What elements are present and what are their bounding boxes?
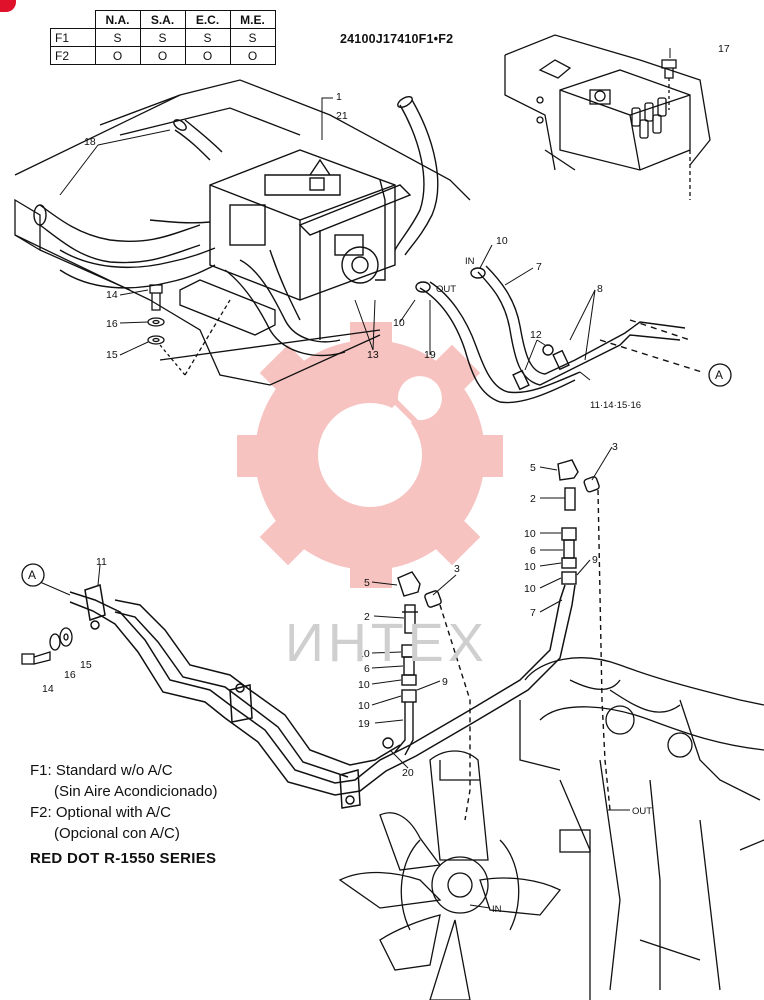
callout-10-left-c: 10 bbox=[358, 700, 370, 712]
callout-5-right: 5 bbox=[530, 462, 536, 474]
part-number: 24100J17410F1•F2 bbox=[340, 32, 454, 46]
callout-14-top: 14 bbox=[106, 289, 118, 301]
variant-table: N.A. S.A. E.C. M.E. F1 S S S S F2 O O O … bbox=[50, 10, 276, 65]
fitting-stack-left bbox=[382, 571, 471, 821]
fastener-set-top bbox=[147, 284, 186, 376]
engine-lower-right bbox=[519, 657, 764, 1000]
table-row-label: F1 bbox=[50, 28, 96, 47]
callout-8: 8 bbox=[597, 283, 603, 295]
callout-12: 12 bbox=[530, 329, 542, 341]
variant-table-header-row: N.A. S.A. E.C. M.E. bbox=[50, 10, 276, 29]
callout-3-left: 3 bbox=[454, 563, 460, 575]
callout-10-left-b: 10 bbox=[358, 679, 370, 691]
callout-10-left-a: 10 bbox=[358, 648, 370, 660]
heater-pipe-bottom bbox=[69, 584, 576, 809]
engine-top-right bbox=[504, 34, 711, 200]
callout-labels: 17 1 21 18 10 7 8 14 16 15 10 12 13 19 1… bbox=[28, 43, 730, 915]
label-in-bottom: IN bbox=[492, 904, 502, 915]
fitting-stack-right bbox=[557, 459, 611, 811]
callout-10-top-b: 10 bbox=[393, 317, 405, 329]
callout-18: 18 bbox=[84, 136, 96, 148]
callout-11-14-15-16: 11·14·15·16 bbox=[590, 400, 641, 411]
callout-17: 17 bbox=[718, 43, 730, 55]
watermark-gear-logo bbox=[237, 322, 503, 588]
callout-1: 1 bbox=[336, 91, 342, 103]
series-title: RED DOT R-1550 SERIES bbox=[30, 850, 217, 867]
legend-f1: F1: Standard w/o A/C bbox=[30, 762, 173, 779]
fastener-set-bottom bbox=[21, 627, 73, 665]
variant-table-row-f1: F1 S S S S bbox=[50, 28, 276, 47]
marker-a-top-label: A bbox=[715, 368, 723, 382]
callout-3-right: 3 bbox=[612, 441, 618, 453]
callout-19-bottom: 19 bbox=[358, 718, 370, 730]
corner-red-marker bbox=[0, 0, 16, 12]
callout-6-right: 6 bbox=[530, 545, 536, 557]
callout-2-left: 2 bbox=[364, 611, 370, 623]
callout-16-bottom: 16 bbox=[64, 669, 76, 681]
marker-a-bottom-label: A bbox=[28, 568, 36, 582]
callout-19-top: 19 bbox=[424, 349, 436, 361]
label-in-top: IN bbox=[465, 256, 475, 267]
callout-16-top: 16 bbox=[106, 318, 118, 330]
label-out-bottom: OUT bbox=[632, 806, 652, 817]
table-cell: O bbox=[229, 46, 276, 65]
heater-pipes-top bbox=[415, 265, 706, 404]
callout-11: 11 bbox=[96, 556, 107, 568]
callout-7-right: 7 bbox=[530, 607, 536, 619]
leader-lines-top bbox=[59, 48, 671, 381]
leader-lines-bottom bbox=[24, 446, 630, 909]
legend-f1-spanish: (Sin Aire Acondicionado) bbox=[54, 783, 218, 800]
callout-15-bottom: 15 bbox=[80, 659, 92, 671]
heater-unit bbox=[209, 149, 412, 340]
callout-9-right: 9 bbox=[592, 554, 598, 566]
marker-a-bottom bbox=[21, 563, 45, 587]
callout-20: 20 bbox=[402, 767, 414, 779]
callout-10-right-b: 10 bbox=[524, 561, 536, 573]
table-header-me: M.E. bbox=[229, 10, 276, 29]
callout-13: 13 bbox=[367, 349, 379, 361]
callout-10-right-c: 10 bbox=[524, 583, 536, 595]
table-header-sa: S.A. bbox=[139, 10, 186, 29]
marker-a-top bbox=[708, 363, 732, 387]
engine-frame-outline bbox=[14, 79, 471, 386]
variant-table-row-f2: F2 O O O O bbox=[50, 46, 276, 65]
legend-f2-spanish: (Opcional con A/C) bbox=[54, 825, 180, 842]
callout-10-top-a: 10 bbox=[496, 235, 508, 247]
callout-7-top: 7 bbox=[536, 261, 542, 273]
callout-14-bottom: 14 bbox=[42, 683, 54, 695]
callout-10-right-a: 10 bbox=[524, 528, 536, 540]
callout-15-top: 15 bbox=[106, 349, 118, 361]
callout-9-left: 9 bbox=[442, 676, 448, 688]
callout-5-left: 5 bbox=[364, 577, 370, 589]
heater-hoses-top bbox=[33, 96, 439, 357]
callout-6-left: 6 bbox=[364, 663, 370, 675]
callout-21: 21 bbox=[336, 110, 348, 122]
cooling-fan bbox=[338, 750, 562, 1000]
legend: F1: Standard w/o A/C (Sin Aire Acondicio… bbox=[30, 760, 217, 844]
legend-f2: F2: Optional with A/C bbox=[30, 804, 171, 821]
callout-2-right: 2 bbox=[530, 493, 536, 505]
watermark-text: ИНТЕХ bbox=[285, 613, 488, 673]
label-out-top: OUT bbox=[436, 284, 456, 295]
